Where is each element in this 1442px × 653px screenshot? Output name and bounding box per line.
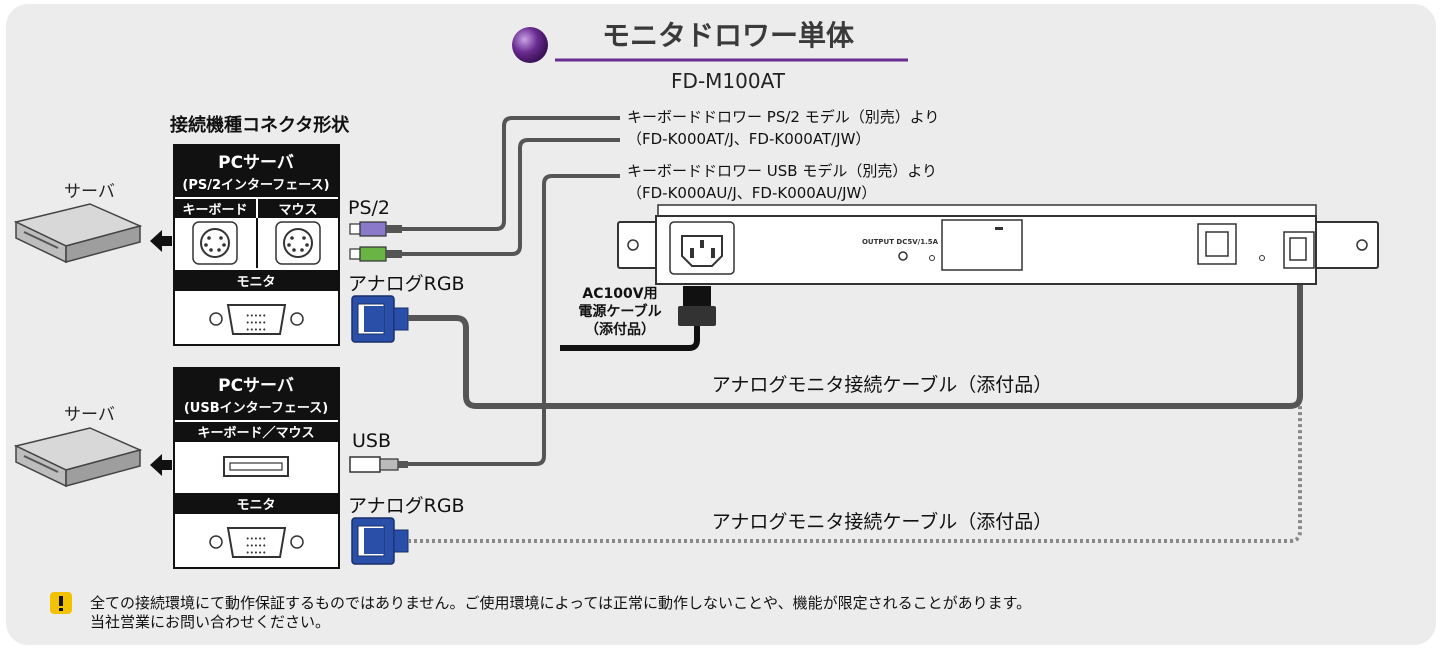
- ps2-mouse-label: マウス: [278, 203, 317, 218]
- analog-rgb-label-1: アナログRGB: [348, 273, 465, 295]
- analog-monitor-cable-1: [408, 282, 1303, 409]
- svg-text:•••••: •••••: [246, 535, 267, 543]
- ps2-keyboard-port-icon: [192, 221, 238, 265]
- server-1-icon: [13, 203, 143, 264]
- svg-text:•••••: •••••: [246, 542, 267, 550]
- ps2-mouse-port-icon: [275, 221, 321, 265]
- ps2-server-panel: PCサーバ (PS/2インターフェース) キーボード マウス モニタ •••••: [173, 144, 340, 346]
- ps2-panel-title: PCサーバ: [218, 153, 294, 173]
- usb-port-icon: [223, 456, 289, 477]
- warning-text-line1: 全ての接続環境にて動作保証するものではありません。ご使用環境によっては正常に動作…: [90, 594, 1031, 612]
- kb-usb-note-line2: （FD-K000AU/J、FD-K000AU/JW）: [627, 184, 876, 202]
- cable-label-2: アナログモニタ接続ケーブル（添付品）: [712, 510, 1052, 533]
- kb-ps2-note-line1: キーボードドロワー PS/2 モデル（別売）より: [627, 108, 939, 126]
- title-bullet-icon: [512, 27, 548, 63]
- svg-text:•••••: •••••: [246, 549, 267, 557]
- svg-text:•••••: •••••: [246, 319, 267, 327]
- usb-vga-port-icon: ••••• ••••• •••••: [209, 527, 304, 558]
- ps2-green-plug-icon: [349, 246, 402, 262]
- usb-monitor-label: モニタ: [236, 498, 275, 513]
- kb-usb-note-line1: キーボードドロワー USB モデル（別売）より: [627, 162, 937, 180]
- power-cable-label-line3: （添付品）: [585, 321, 655, 338]
- usb-panel-subtitle: (USBインターフェース): [184, 401, 328, 416]
- server-2-icon: [13, 427, 143, 488]
- svg-text:•••••: •••••: [246, 312, 267, 320]
- ps2-keyboard-label: キーボード: [182, 202, 247, 218]
- ps2-keyboard-cable: [402, 116, 620, 231]
- power-cable-label-line2: 電源ケーブル: [578, 303, 661, 320]
- power-cable: [560, 286, 716, 351]
- ps2-mouse-cable: [402, 138, 620, 256]
- model-name: FD-M100AT: [671, 69, 786, 93]
- page-title: モニタドロワー単体: [602, 19, 855, 52]
- ps2-vga-port-icon: ••••• ••••• •••••: [209, 304, 304, 335]
- cable-label-1: アナログモニタ接続ケーブル（添付品）: [712, 373, 1052, 396]
- svg-text:•••••: •••••: [246, 326, 267, 334]
- vga-plug-icon-2: [351, 517, 409, 565]
- analog-monitor-cable-2: [408, 406, 1302, 543]
- ac-inlet-icon: [669, 221, 735, 275]
- usb-cable: [408, 174, 620, 466]
- arrow-left-icon-2: [150, 454, 172, 476]
- power-cable-label-line1: AC100V用: [582, 286, 657, 302]
- arrow-left-icon-1: [150, 230, 172, 252]
- ps2-connector-label: PS/2: [348, 197, 390, 219]
- usb-plug-icon: [349, 456, 408, 473]
- usb-panel-title: PCサーバ: [218, 376, 294, 396]
- usb-server-panel: PCサーバ (USBインターフェース) キーボード／マウス モニタ ••••• …: [173, 367, 340, 569]
- warning-text-line2: 当社営業にお問い合わせください。: [90, 613, 330, 631]
- ps2-panel-subtitle: (PS/2インターフェース): [182, 178, 329, 193]
- background-panel: [6, 4, 1436, 645]
- vga-plug-icon-1: [351, 295, 409, 343]
- analog-rgb-label-2: アナログRGB: [348, 495, 465, 517]
- ps2-monitor-label: モニタ: [236, 275, 275, 290]
- warning-icon: [50, 592, 72, 614]
- usb-connector-label: USB: [352, 430, 391, 452]
- connector-heading: 接続機種コネクタ形状: [170, 114, 350, 136]
- usb-kbmouse-label: キーボード／マウス: [197, 425, 314, 441]
- server-label-1: サーバ: [64, 182, 115, 202]
- server-label-2: サーバ: [64, 405, 115, 425]
- ps2-purple-plug-icon: [349, 221, 402, 237]
- kb-ps2-note-line2: （FD-K000AT/J、FD-K000AT/JW）: [627, 130, 870, 148]
- monitor-drawer-device: OUTPUT DC5V/1.5A: [617, 204, 1379, 285]
- device-output-label: OUTPUT DC5V/1.5A: [862, 238, 939, 246]
